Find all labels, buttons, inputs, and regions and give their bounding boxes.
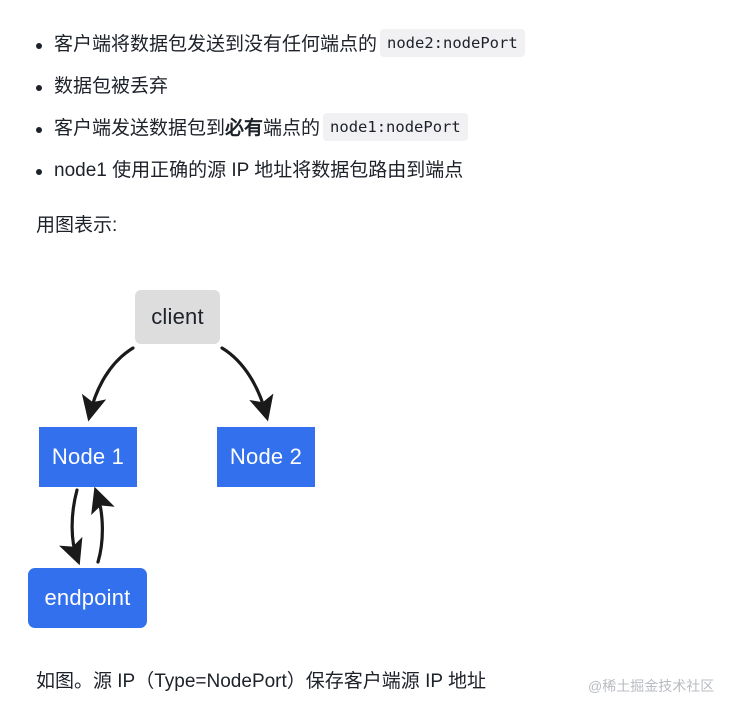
bullet-text-after: 端点的 — [263, 118, 321, 139]
code-badge-node2-nodeport: node2:nodePort — [380, 29, 525, 57]
diagram-node-node2: Node 2 — [217, 427, 315, 487]
intro-paragraph: 用图表示: — [36, 215, 118, 236]
watermark: @稀土掘金技术社区 — [588, 678, 715, 694]
code-badge-node1-nodeport: node1:nodePort — [323, 113, 468, 141]
bullet-text-before: 数据包被丢弃 — [54, 76, 169, 97]
arrow-client-to-node2 — [220, 346, 274, 422]
arrow-client-to-node1 — [81, 346, 135, 422]
arrow-endpoint-to-node1 — [91, 486, 115, 564]
diagram-node-client: client — [135, 290, 220, 344]
list-item: node1 使用正确的源 IP 地址将数据包路由到端点 — [36, 150, 744, 192]
outro-paragraph: 如图。源 IP（Type=NodePort）保存客户端源 IP 地址 — [36, 671, 486, 692]
bullet-text-before: 客户端将数据包发送到没有任何端点的 — [54, 34, 378, 55]
list-item: 数据包被丢弃 — [36, 66, 744, 108]
flow-diagram — [0, 258, 380, 648]
diagram-node-endpoint: endpoint — [28, 568, 147, 628]
arrow-node1-to-endpoint — [59, 488, 83, 566]
bullet-text-before: 客户端发送数据包到 — [54, 118, 226, 139]
bullet-text-before: node1 使用正确的源 IP 地址将数据包路由到端点 — [54, 160, 464, 181]
diagram-arrows-svg — [59, 346, 274, 566]
bullet-text-bold: 必有 — [225, 118, 264, 139]
diagram-node-node1: Node 1 — [39, 427, 137, 487]
